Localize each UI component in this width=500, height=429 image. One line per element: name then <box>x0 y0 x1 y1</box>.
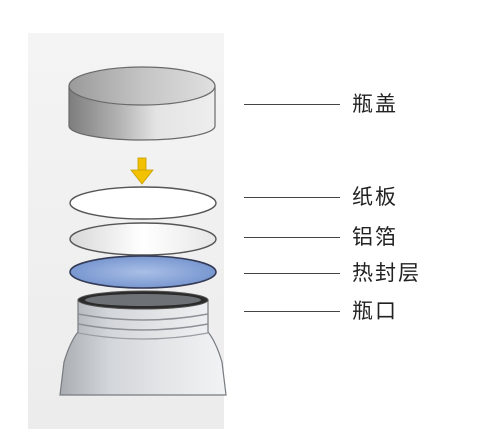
cap-shape <box>68 66 216 141</box>
label-cap: 瓶盖 <box>352 92 398 116</box>
leader-line-aluminum-foil <box>244 237 340 238</box>
label-cardboard: 纸板 <box>352 185 398 209</box>
aluminum-foil-disc <box>69 222 217 256</box>
label-aluminum-foil: 铝箔 <box>352 225 398 249</box>
label-bottle-mouth: 瓶口 <box>352 299 398 323</box>
leader-line-heat-seal <box>244 273 340 274</box>
cardboard-disc <box>69 186 217 220</box>
heat-seal-disc <box>69 255 217 289</box>
down-arrow-icon <box>130 157 154 185</box>
leader-line-cardboard <box>244 197 340 198</box>
bottle-shape <box>59 290 227 396</box>
label-heat-seal-layer: 热封层 <box>352 261 421 285</box>
leader-line-bottle-mouth <box>244 311 340 312</box>
leader-line-cap <box>244 104 340 105</box>
